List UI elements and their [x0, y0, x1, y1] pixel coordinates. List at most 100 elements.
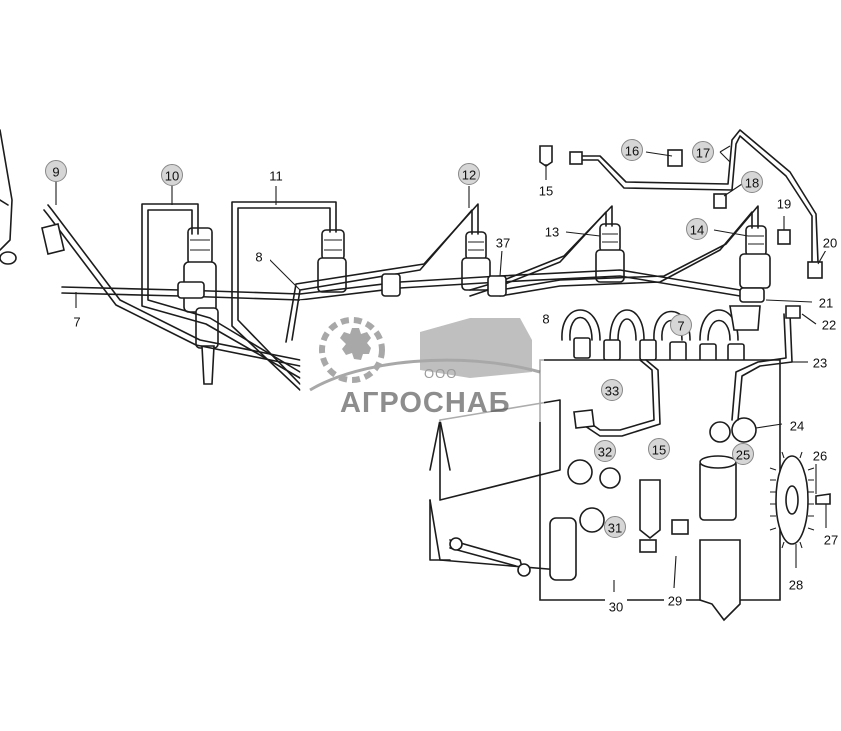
gear-logo-icon: [340, 328, 371, 360]
leader-lines: [55, 145, 827, 592]
callout-background: [815, 293, 837, 311]
callout-background: [248, 247, 270, 265]
pump-front-pipes: [573, 359, 661, 437]
watermark: ООО АГРОСНАБ: [300, 300, 544, 422]
injector-4: [595, 223, 625, 283]
callout-circle: [601, 379, 623, 401]
callout-circle: [594, 440, 616, 462]
callout-19: 19: [773, 194, 795, 212]
callout-label: 20: [823, 236, 837, 251]
callout-11: 11: [265, 166, 287, 184]
callout-label: 16: [625, 144, 639, 159]
callout-label: 32: [598, 445, 612, 460]
callout-14: 14: [686, 218, 708, 240]
callout-label: 11: [269, 169, 283, 184]
callout-label: 19: [777, 197, 791, 212]
callout-circle: [732, 443, 754, 465]
callout-24: 24: [786, 416, 808, 434]
watermark-org: ООО: [424, 366, 457, 381]
watermark-name: АГРОСНАБ: [340, 387, 511, 419]
callout-circle: [458, 163, 480, 185]
injector-1: [183, 227, 219, 385]
callout-32: 32: [594, 440, 616, 462]
callout-label: 18: [745, 176, 759, 191]
callout-background: [605, 597, 627, 615]
callout-circle: [621, 139, 643, 161]
callout-9: 9: [45, 160, 67, 182]
callout-30: 30: [605, 597, 627, 615]
callout-22: 22: [818, 315, 840, 333]
callout-21: 21: [815, 293, 837, 311]
callout-circle: [686, 218, 708, 240]
callout-label: 24: [790, 419, 804, 434]
callout-31: 31: [604, 516, 626, 538]
callout-label: 17: [696, 146, 710, 161]
callout-label: 28: [789, 578, 803, 593]
callout-7: 7: [66, 312, 88, 330]
injector-3: [461, 231, 491, 291]
callout-circle: [670, 314, 692, 336]
callout-10: 10: [161, 164, 183, 186]
callout-26: 26: [809, 446, 831, 464]
callout-background: [773, 194, 795, 212]
callout-13: 13: [541, 222, 563, 240]
callout-circle: [161, 164, 183, 186]
callout-label: 31: [608, 521, 622, 536]
callout-15: 15: [535, 181, 557, 199]
callout-label: 26: [813, 449, 827, 464]
callout-label: 8: [255, 250, 262, 265]
callout-background: [809, 446, 831, 464]
callout-circle: [741, 171, 763, 193]
callout-label: 29: [668, 594, 682, 609]
pump-side-pipes: [731, 305, 801, 421]
callout-label: 21: [819, 296, 833, 311]
callout-background: [818, 315, 840, 333]
callout-8: 8: [248, 247, 270, 265]
callout-background: [541, 222, 563, 240]
callout-27: 27: [820, 530, 841, 548]
drive-gear: [769, 451, 831, 549]
callout-label: 30: [609, 600, 623, 615]
callout-37: 37: [492, 233, 514, 251]
return-line-top: [539, 129, 823, 279]
callout-label: 7: [73, 315, 80, 330]
callout-16: 16: [621, 139, 643, 161]
callout-label: 15: [539, 184, 553, 199]
injection-pump-body: [429, 359, 781, 622]
callout-background: [809, 353, 831, 371]
callout-label: 37: [496, 236, 510, 251]
callout-18: 18: [741, 171, 763, 193]
callout-25: 25: [732, 443, 754, 465]
callout-label: 10: [165, 169, 179, 184]
callout-label: 9: [52, 165, 59, 180]
callout-circle: [692, 141, 714, 163]
callout-label: 13: [545, 225, 559, 240]
callout-background: [819, 233, 841, 251]
callout-background: [535, 309, 557, 327]
callout-circle: [604, 516, 626, 538]
callout-background: [785, 575, 807, 593]
callout-background: [820, 530, 841, 548]
callout-label: 14: [690, 223, 704, 238]
callout-background: [664, 591, 686, 609]
callout-label: 7: [677, 319, 684, 334]
callout-background: [66, 312, 88, 330]
callout-8: 8: [535, 309, 557, 327]
callout-label: 15: [652, 443, 666, 458]
callout-15: 15: [648, 438, 670, 460]
callout-background: [492, 233, 514, 251]
callout-label: 27: [824, 533, 838, 548]
callout-background: [786, 416, 808, 434]
callout-circle: [648, 438, 670, 460]
callout-label: 33: [605, 384, 619, 399]
callout-17: 17: [692, 141, 714, 163]
callout-label: 12: [462, 168, 476, 183]
callouts: 9 10 11 12 13 14 15 16 17 18 19 20 21 22 23 24 25 26 27 28 2…: [45, 139, 841, 615]
callout-label: 25: [736, 448, 750, 463]
callout-12: 12: [458, 163, 480, 185]
callout-label: 23: [813, 356, 827, 371]
callout-circle: [45, 160, 67, 182]
callout-background: [535, 181, 557, 199]
